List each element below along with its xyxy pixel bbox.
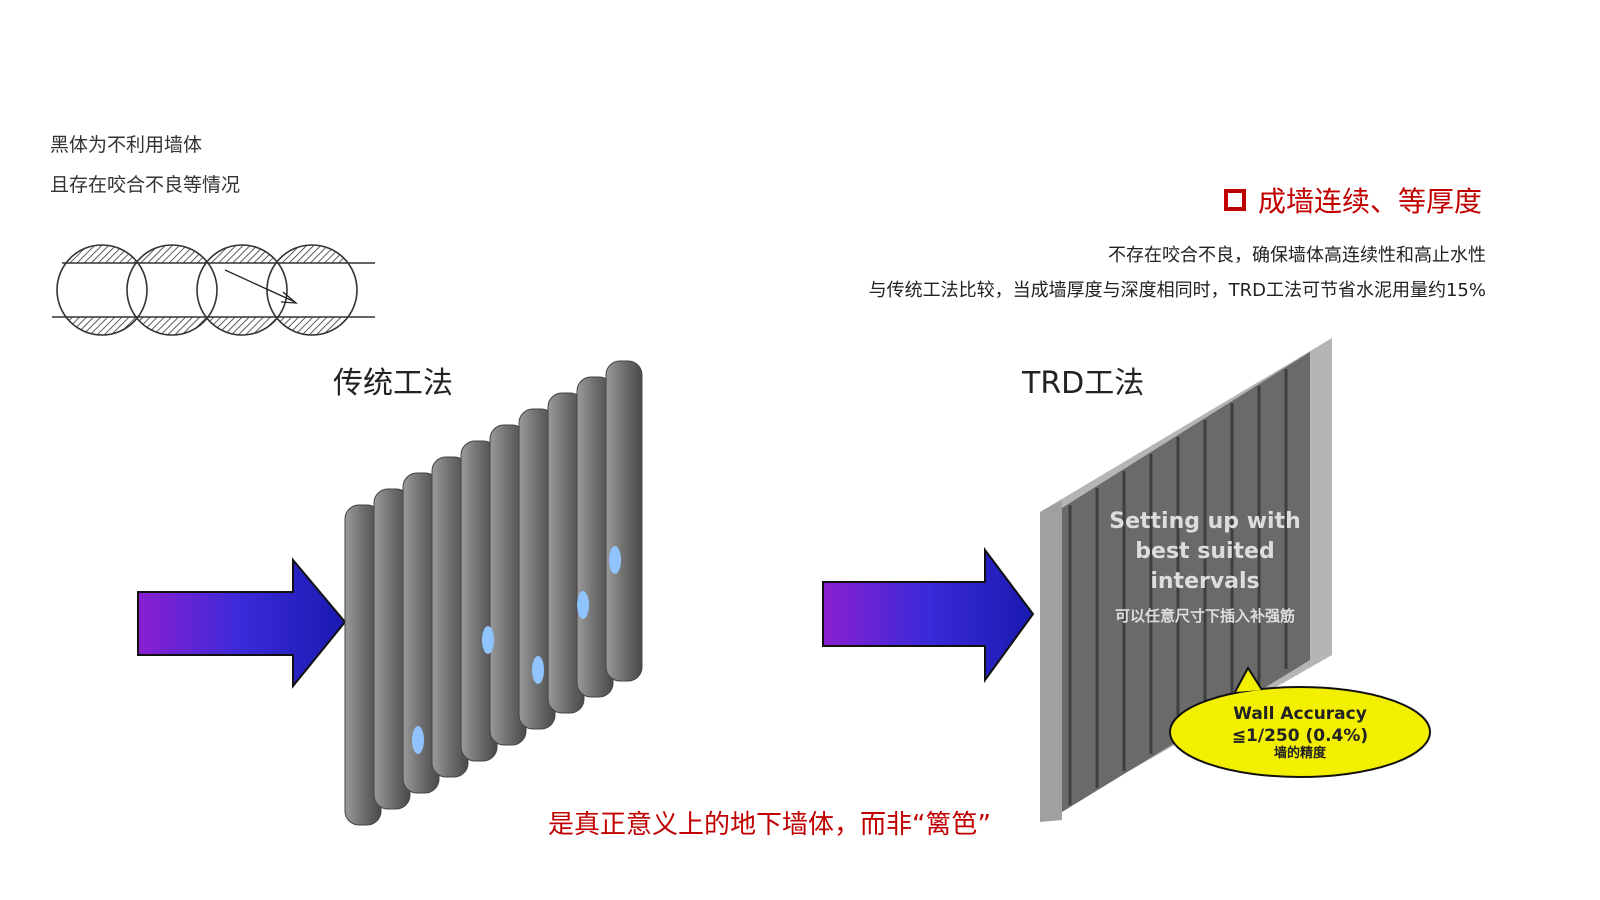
leak-spot: [577, 591, 589, 619]
wall-column: [605, 360, 643, 682]
flow-arrow-left: [137, 557, 347, 689]
callout-text: Wall Accuracy ≦1/250 (0.4%) 墙的精度: [1210, 703, 1390, 761]
description-1: 不存在咬合不良，确保墙体高连续性和高止水性: [1108, 245, 1486, 266]
callout-line-2: ≦1/250 (0.4%): [1231, 726, 1369, 746]
overlay-line-3: intervals: [1150, 569, 1260, 594]
leak-spot: [532, 656, 544, 684]
overlap-circles-diagram: [52, 244, 375, 336]
section-title: 成墙连续、等厚度: [1223, 180, 1482, 220]
square-bullet-icon: [1223, 189, 1246, 211]
description-2: 与传统工法比较，当成墙厚度与深度相同时，TRD工法可节省水泥用量约15%: [868, 280, 1486, 301]
trd-label: TRD工法: [1022, 366, 1145, 401]
overlay-line-2: best suited: [1135, 539, 1275, 564]
overlay-cn: 可以任意尺寸下插入补强筋: [1114, 607, 1295, 625]
section-title-text: 成墙连续、等厚度: [1257, 185, 1482, 218]
trd-overlay-text: Setting up with best suited intervals 可以…: [1090, 507, 1320, 631]
callout-line-1: Wall Accuracy: [1233, 704, 1367, 724]
conclusion-text: 是真正意义上的地下墙体，而非“篱笆”: [548, 810, 991, 840]
leak-spot: [609, 546, 621, 574]
arrow-icon: [224, 269, 296, 303]
flow-arrow-right: [822, 547, 1035, 684]
leak-spot: [482, 626, 494, 654]
leak-spot: [412, 726, 424, 754]
traditional-label: 传统工法: [333, 366, 453, 401]
callout-bubble: [1169, 686, 1431, 778]
overlay-line-1: Setting up with: [1109, 509, 1301, 534]
note-line-2: 且存在咬合不良等情况: [50, 174, 241, 196]
trd-wall-image: [822, 338, 1431, 822]
traditional-wall-image: [137, 360, 643, 826]
callout-line-3: 墙的精度: [1273, 746, 1326, 761]
note-line-1: 黑体为不利用墙体: [50, 134, 203, 156]
